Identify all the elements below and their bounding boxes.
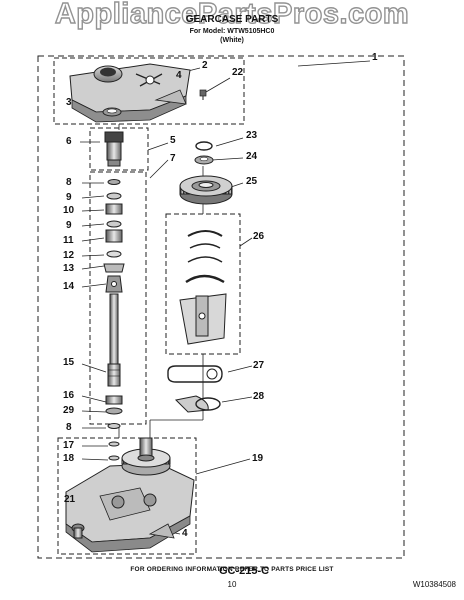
retaining-ring	[195, 141, 213, 151]
diagram-code: GC-215-C	[219, 565, 270, 577]
ring	[107, 423, 121, 429]
callout-12: 12	[63, 250, 75, 261]
callout-8-lower: 8	[66, 422, 72, 433]
model-number: For Model: WTW5105HC0	[189, 28, 275, 35]
page-number: 10	[227, 580, 237, 589]
callout-29: 29	[63, 405, 75, 416]
callout-3: 3	[66, 97, 72, 108]
pump-plug	[71, 523, 85, 539]
page-title: GEARCASE PARTS	[185, 14, 279, 25]
small-ring	[108, 455, 120, 461]
callout-7: 7	[170, 153, 176, 164]
gearcase-housing	[65, 437, 195, 553]
callout-16: 16	[63, 390, 75, 401]
clutch-band	[174, 395, 221, 413]
bolt	[199, 89, 207, 100]
callout-26: 26	[253, 231, 265, 242]
callout-9-lower: 9	[66, 220, 72, 231]
small-washer	[108, 441, 120, 447]
callout-2: 2	[202, 60, 208, 71]
callout-25: 25	[246, 176, 258, 187]
bottom-box	[57, 437, 197, 555]
callout-4: 4	[176, 70, 182, 81]
callout-19: 19	[252, 453, 264, 464]
callout-24: 24	[246, 151, 258, 162]
outer-frame	[37, 55, 405, 559]
callout-23: 23	[246, 130, 258, 141]
agitator-shaft	[107, 293, 121, 387]
color-variant: (White)	[220, 37, 244, 44]
callout-5: 5	[170, 135, 176, 146]
callout-14: 14	[63, 281, 75, 292]
watermark: AppliancePartsPros.com	[54, 0, 410, 31]
callout-22: 22	[232, 67, 244, 78]
callout-1: 1	[372, 52, 378, 63]
callout-27: 27	[253, 360, 265, 371]
drive-coupling	[104, 131, 124, 167]
callout-18: 18	[63, 453, 75, 464]
shaft-stack	[103, 179, 125, 293]
callout-8-top: 8	[66, 177, 72, 188]
callout-11: 11	[63, 235, 74, 246]
drive-gear	[179, 175, 233, 205]
callout-15: 15	[63, 357, 75, 368]
gearcase-cover	[69, 63, 191, 123]
callout-13: 13	[63, 263, 75, 274]
callout-6: 6	[66, 136, 72, 147]
ordering-note: FOR ORDERING INFORMATION REFER TO PARTS …	[130, 566, 334, 573]
callout-4-lower: 4	[182, 528, 188, 539]
bearing	[105, 395, 123, 405]
callout-17: 17	[63, 440, 75, 451]
callout-10: 10	[63, 205, 75, 216]
belt	[167, 365, 223, 383]
callout-28: 28	[253, 391, 265, 402]
document-number: W10384508	[412, 580, 456, 589]
callout-9-top: 9	[66, 192, 72, 203]
callout-21: 21	[64, 494, 76, 505]
washer	[105, 407, 123, 415]
clutch-assembly	[179, 230, 227, 345]
